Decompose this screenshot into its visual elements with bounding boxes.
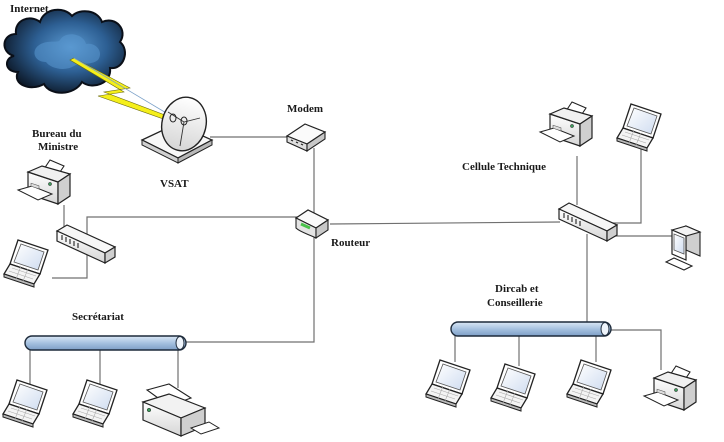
desktop-cellule-icon[interactable] — [664, 225, 702, 271]
link-router-secretariat — [186, 235, 315, 343]
links — [29, 136, 686, 388]
vsat-dish[interactable] — [140, 92, 214, 164]
bus-secretariat[interactable] — [24, 335, 187, 351]
wireless-link-lightning-icon — [69, 57, 179, 123]
router-device[interactable] — [294, 209, 330, 240]
label-internet: Internet — [10, 3, 49, 15]
label-modem: Modem — [287, 103, 323, 115]
bus-dircab[interactable] — [450, 321, 612, 337]
label-cellule: Cellule Technique — [462, 161, 546, 173]
label-bureau-line1: Bureau du — [32, 128, 82, 140]
laptop-cellule-icon[interactable] — [616, 103, 662, 152]
laptop-dir-1-icon[interactable] — [425, 359, 471, 408]
label-dircab-line2: Conseillerie — [487, 297, 543, 309]
link-router-cellule — [329, 221, 561, 225]
modem-device[interactable] — [285, 123, 327, 153]
printer-bureau-icon[interactable] — [17, 159, 71, 205]
link-switch-laptop-bureau — [52, 252, 88, 279]
laptop-sec-1-icon[interactable] — [2, 379, 48, 428]
link-cellule-laptop — [608, 148, 642, 224]
printer-dir-icon[interactable] — [643, 365, 697, 411]
laptop-bureau-icon[interactable] — [3, 239, 49, 288]
link-router-switch-bureau — [86, 216, 300, 248]
switch-bureau-icon[interactable] — [56, 224, 116, 264]
label-bureau-line2: Ministre — [38, 141, 78, 153]
link-dir-printer — [611, 329, 662, 370]
label-vsat: VSAT — [160, 178, 189, 190]
printer-sec-icon[interactable] — [141, 383, 221, 437]
laptop-dir-2-icon[interactable] — [490, 363, 536, 412]
laptop-dir-3-icon[interactable] — [566, 359, 612, 408]
switch-cellule-icon[interactable] — [558, 202, 618, 242]
label-dircab-line1: Dircab et — [495, 283, 539, 295]
label-routeur: Routeur — [331, 237, 370, 249]
printer-cellule-icon[interactable] — [539, 101, 593, 147]
laptop-sec-2-icon[interactable] — [72, 379, 118, 428]
label-secretariat: Secrétariat — [72, 311, 124, 323]
